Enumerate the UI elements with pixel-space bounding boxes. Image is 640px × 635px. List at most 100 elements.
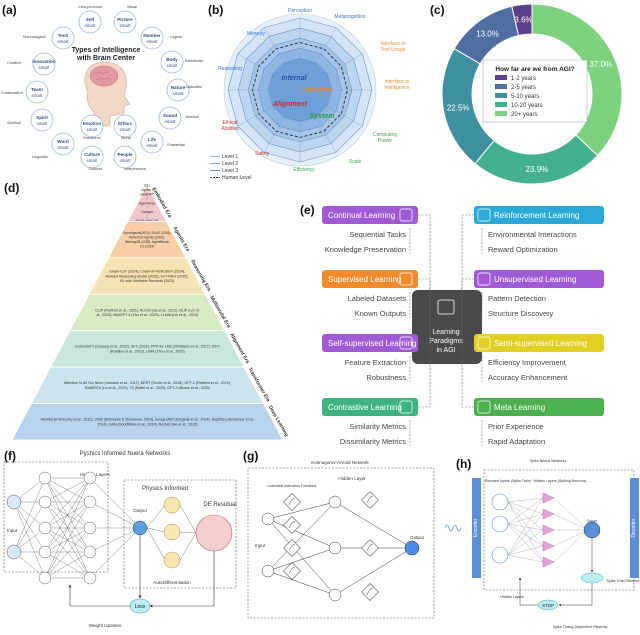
radar-axis-label: Interface to xyxy=(380,41,405,47)
paradigm-title: Unsupervised Learning xyxy=(494,275,576,284)
pinn-edge xyxy=(44,551,91,579)
intelligence-category: Moral xyxy=(121,136,131,140)
pinn-hidden-node xyxy=(83,495,97,509)
panel-e-label: (e) xyxy=(300,203,315,217)
intelligence-circle xyxy=(160,50,184,74)
paradigm-icon xyxy=(477,208,491,222)
paradigm-box xyxy=(322,206,418,224)
pyramid-level-text: Agents / xyxy=(141,188,153,192)
paradigm-icon xyxy=(399,208,413,222)
snn-encoder-bar xyxy=(472,478,481,578)
radar-interface-label: Interface xyxy=(303,87,332,94)
pinn-physics-box xyxy=(123,479,237,589)
panel-f-pinn: Pyshics Informed Nuera Networks Hidden L… xyxy=(3,451,237,628)
snn-output-node xyxy=(583,521,601,539)
paradigm-item: Dissimilarity Metrics xyxy=(340,437,406,446)
kan-edge xyxy=(334,501,413,549)
donut-legend-swatch xyxy=(495,84,507,89)
pyramid-level-text: RL with Verifiable Rewards (2025) xyxy=(120,279,174,283)
paradigm-title: Continual Learning xyxy=(328,211,395,220)
intelligence-smart: smart xyxy=(165,119,177,124)
paradigm-box xyxy=(322,398,418,416)
snn-encoder-label: Encoder xyxy=(473,518,479,537)
pinn-edge xyxy=(44,501,91,579)
panel-h-snn: Spike Neural Networks Encoded Inputs (Sp… xyxy=(444,459,640,629)
intelligence-name: Team xyxy=(31,87,43,92)
pyramid-level-text: MetaGPT xyxy=(140,192,154,196)
paradigm-item: Pattern Detection xyxy=(488,294,546,303)
radar-axis-label: Perception xyxy=(288,8,312,14)
intelligence-circle xyxy=(80,145,104,169)
pyramid-level-text: / xyxy=(147,214,148,218)
paradigm-connector xyxy=(418,278,431,290)
snn-edge xyxy=(507,523,544,531)
intelligence-smart: smart xyxy=(173,91,185,96)
paradigm-title: Contrastive Learning xyxy=(328,403,402,412)
pinn-edge xyxy=(89,477,141,529)
kan-output-node xyxy=(404,540,420,556)
pinn-hidden-label: Hidden Layers xyxy=(80,472,110,477)
snn-encoded-label: Encoded Inputs (Spike Train) xyxy=(485,479,531,483)
intelligence-name: Self xyxy=(86,17,95,22)
intelligence-name: Picture xyxy=(117,17,133,22)
paradigm-icon xyxy=(477,336,491,350)
radar-axis-label: Reasoning xyxy=(218,66,242,72)
radar-internal-label: Internal xyxy=(281,75,307,82)
radar-legend-label: Human Level xyxy=(222,175,251,181)
radar-spoke xyxy=(299,53,363,91)
pinn-edge xyxy=(44,501,91,553)
radar-spoke xyxy=(263,89,301,153)
intelligence-name: People xyxy=(117,152,133,157)
snn-edge xyxy=(507,545,544,556)
pinn-edge xyxy=(179,532,197,561)
kan-hidden-label: Hidden Layer xyxy=(338,476,366,481)
paradigm-box xyxy=(474,398,604,416)
radar-axis-label: Power xyxy=(378,138,393,144)
kan-input-label: Input xyxy=(255,543,266,548)
snn-hidden-label: Hidden Layers (Spiking Neurons) xyxy=(534,479,587,483)
kan-edge xyxy=(334,547,413,596)
pyramid-level xyxy=(11,403,284,441)
brain-head-icon xyxy=(84,61,131,127)
snn-edge xyxy=(553,529,589,563)
donut-legend-swatch xyxy=(495,102,507,107)
snn-target-node xyxy=(580,572,604,584)
pinn-input-label: Input xyxy=(7,528,18,533)
intelligence-name: Tech xyxy=(58,33,69,38)
pinn-edge xyxy=(146,504,166,529)
paradigm-title: Semi-supervised Learning xyxy=(494,339,587,348)
paradigm-connector xyxy=(418,214,431,290)
paradigm-item: Accuracy Enhancement xyxy=(488,373,568,382)
pinn-input-node xyxy=(6,494,22,510)
paradigm-box xyxy=(474,270,604,288)
intelligence-smart: smart xyxy=(58,39,70,44)
intelligence-circle xyxy=(51,26,75,50)
intelligence-category: Musical xyxy=(186,115,199,119)
pyramid-level-text: Voyager xyxy=(141,210,154,214)
panel-a-title-2: with Brain Center xyxy=(76,55,135,62)
panel-a-title-1: Types of Intelligence xyxy=(72,47,141,54)
panel-f-label: (f) xyxy=(4,449,16,463)
paradigm-title: Supervised Learning xyxy=(328,275,401,284)
paradigm-item: Feature Extraction xyxy=(345,358,406,367)
pyramid-level-text: (Rafailov et al., 2023), LIMA (Zhou et a… xyxy=(110,350,185,354)
pinn-edge xyxy=(13,477,46,553)
pyramid-level-text: CLIP (Radford et al., 2021), ALIGN (Jia … xyxy=(95,308,199,312)
snn-edge xyxy=(507,523,544,563)
kan-activation-function xyxy=(361,491,379,509)
donut-slice-label: 22.5% xyxy=(447,103,470,112)
pinn-edge xyxy=(89,527,141,553)
paradigm-connector xyxy=(461,290,474,408)
kan-node xyxy=(261,512,275,526)
intelligence-category: Kinesthetic xyxy=(185,59,204,63)
intelligence-name: Number xyxy=(143,33,161,38)
pyramid-level-text: AgentVerse xyxy=(139,201,156,205)
panel-a-label: (a) xyxy=(2,3,17,17)
intelligence-circle xyxy=(140,130,164,154)
paradigm-item: Knowledge Preservation xyxy=(325,245,406,254)
paradigm-item: Environmental Interactions xyxy=(488,230,577,239)
intelligence-circle xyxy=(78,10,102,34)
snn-distance-label: Spike Train Distance xyxy=(607,579,640,583)
paradigm-item: Labeled Datasets xyxy=(348,294,407,303)
